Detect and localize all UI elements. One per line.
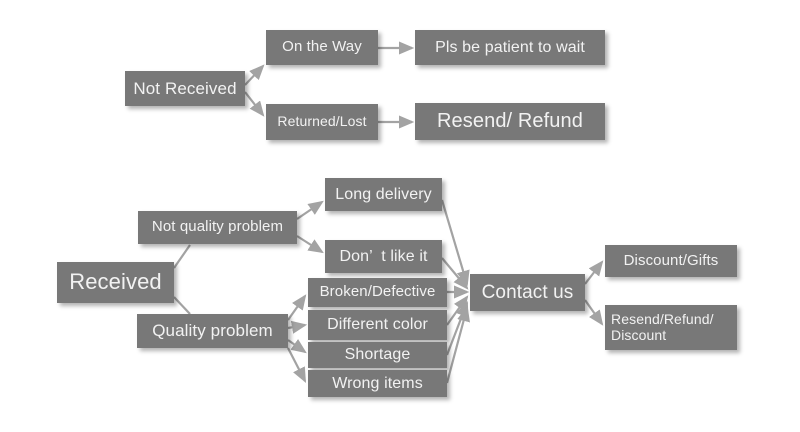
node-broken_defective[interactable]: Broken/Defective — [308, 278, 447, 307]
node-returned_lost[interactable]: Returned/Lost — [266, 104, 378, 140]
node-not_received[interactable]: Not Received — [125, 71, 245, 106]
edge-quality-to-wrong_items — [287, 347, 307, 383]
node-quality[interactable]: Quality problem — [137, 314, 288, 348]
edge-received-to-not_quality — [173, 244, 191, 269]
node-resend_refund_disc[interactable]: Resend/Refund/ Discount — [605, 305, 737, 350]
node-resend_refund[interactable]: Resend/ Refund — [415, 103, 605, 140]
node-discount_gifts[interactable]: Discount/Gifts — [605, 245, 737, 277]
node-shortage[interactable]: Shortage — [308, 342, 447, 368]
edge-contact_us-to-resend_refund_disc — [584, 299, 604, 326]
edge-not_received-to-returned_lost — [244, 91, 265, 117]
edge-shortage-to-contact_us — [445, 300, 469, 356]
node-contact_us[interactable]: Contact us — [470, 274, 585, 311]
edge-quality-to-shortage — [287, 338, 307, 354]
edge-quality-to-broken_defective — [287, 294, 307, 321]
node-on_the_way[interactable]: On the Way — [266, 30, 378, 65]
edge-long_delivery-to-contact_us — [440, 199, 470, 287]
edge-not_quality-to-long_delivery — [296, 200, 324, 220]
node-long_delivery[interactable]: Long delivery — [325, 178, 442, 211]
node-different_color[interactable]: Different color — [308, 310, 447, 340]
edge-wrong_items-to-contact_us — [445, 305, 470, 384]
edge-not_quality-to-dont_like_it — [296, 235, 324, 254]
edge-different_color-to-contact_us — [446, 295, 469, 326]
node-wrong_items[interactable]: Wrong items — [308, 370, 447, 397]
edge-contact_us-to-discount_gifts — [584, 260, 604, 285]
edge-not_received-to-on_the_way — [244, 64, 265, 86]
node-dont_like_it[interactable]: Don’ t like it — [325, 240, 442, 273]
edge-received-to-quality — [173, 296, 191, 315]
node-not_quality[interactable]: Not quality problem — [138, 211, 297, 244]
node-received[interactable]: Received — [57, 262, 174, 303]
node-pls_be_patient[interactable]: Pls be patient to wait — [415, 30, 605, 65]
edge-quality-to-different_color — [287, 320, 308, 334]
